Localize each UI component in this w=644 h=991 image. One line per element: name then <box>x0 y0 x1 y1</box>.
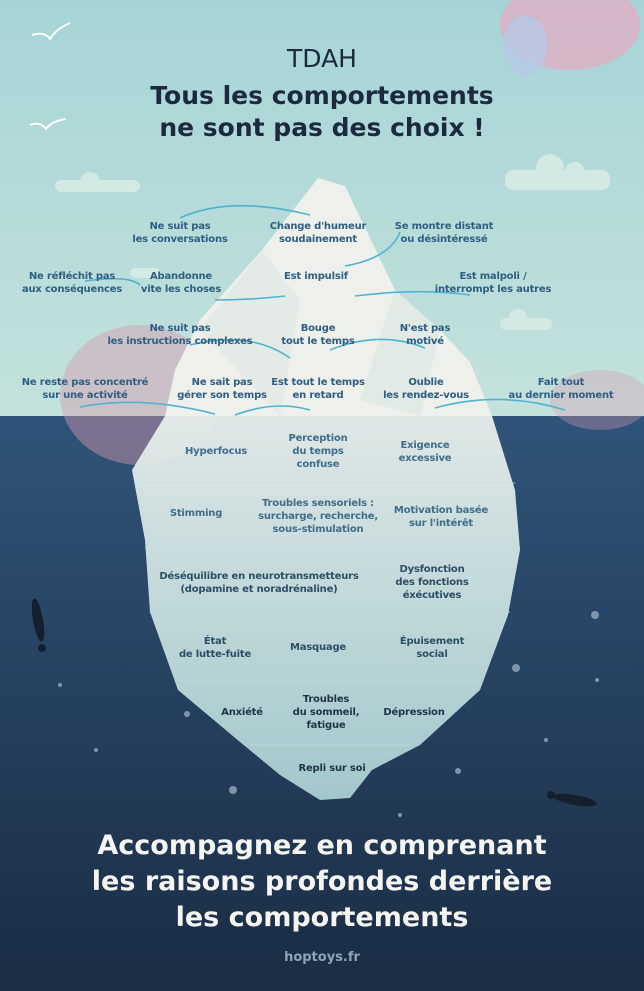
cause-label: Stimming <box>169 508 223 519</box>
kicker-title: TDAH <box>287 44 357 73</box>
iceberg-underwater <box>132 416 520 800</box>
behaviour-label: Ne reste pas concentré sur une activité <box>21 377 149 401</box>
cause-label: Dépression <box>383 707 445 718</box>
cause-label: Troubles sensoriels : surcharge, recherc… <box>258 498 378 535</box>
cause-label: État de lutte-fuite <box>178 636 252 660</box>
cause-label: Perception du temps confuse <box>288 433 348 470</box>
connector-lines <box>79 204 566 416</box>
bubbles <box>58 611 599 817</box>
behaviour-label: Abandonne vite les choses <box>140 271 222 295</box>
behaviour-label: N'est pas motivé <box>399 323 451 347</box>
behaviour-label: Ne sait pas gérer son temps <box>177 377 267 401</box>
birds <box>29 22 71 131</box>
cause-label: Motivation basée sur l'intérêt <box>393 505 489 529</box>
behaviour-label: Oublie les rendez-vous <box>383 377 469 401</box>
behaviour-label: Est impulsif <box>284 271 348 282</box>
cause-label: Masquage <box>289 642 347 653</box>
cause-label: Repli sur soi <box>298 763 366 774</box>
behaviour-label: Se montre distant ou désintéressé <box>394 221 494 245</box>
behaviour-label: Ne réfléchit pas aux conséquences <box>21 271 123 295</box>
cause-label: Hyperfocus <box>185 446 247 457</box>
behaviour-label: Est tout le temps en retard <box>271 377 365 401</box>
behaviour-label: Bouge tout le temps <box>281 323 355 347</box>
behaviour-label: Ne suit pas les instructions complexes <box>107 323 253 347</box>
diver-left-icon <box>31 598 46 652</box>
cause-label: Anxiété <box>221 707 263 718</box>
cause-label: Épuisement social <box>399 636 465 660</box>
diver-right-icon <box>547 791 597 807</box>
footer-message: Accompagnez en comprenant les raisons pr… <box>91 830 553 933</box>
cause-label: Dysfonction des fonctions éxécutives <box>395 564 469 601</box>
cause-label: Troubles du sommeil, fatigue <box>292 694 360 731</box>
brand-link[interactable]: hoptoys.fr <box>284 950 360 965</box>
behaviour-label: Fait tout au dernier moment <box>508 377 614 401</box>
behaviour-label: Ne suit pas les conversations <box>132 221 228 245</box>
behaviour-label: Change d'humeur soudainement <box>269 221 367 245</box>
cause-label: Exigence excessive <box>398 440 452 464</box>
cause-label: Déséquilibre en neurotransmetteurs (dopa… <box>159 571 359 595</box>
behaviour-label: Est malpoli / interrompt les autres <box>434 271 552 295</box>
clouds <box>55 154 610 330</box>
main-title: Tous les comportements ne sont pas des c… <box>150 81 494 142</box>
